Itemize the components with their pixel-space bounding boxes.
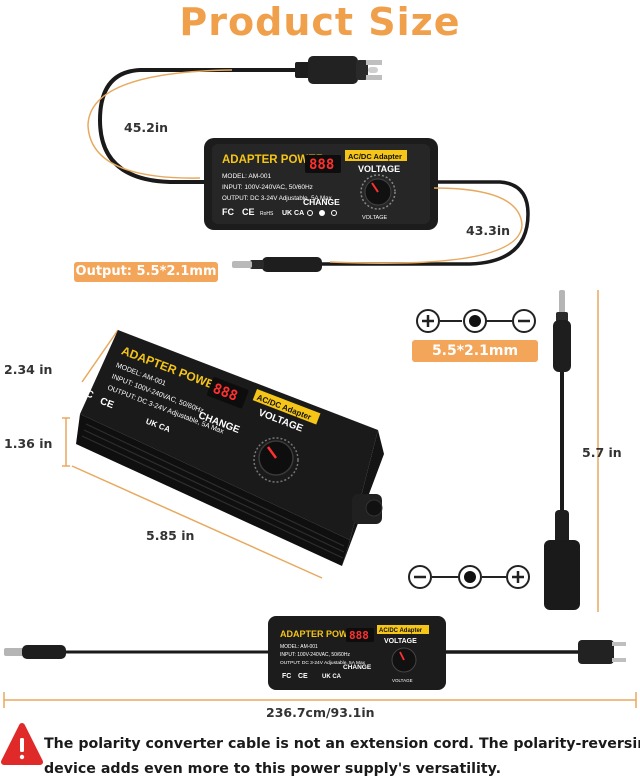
angled-body-top [80,330,378,540]
angled-dial-scale [253,437,299,483]
bottom-dial-label: VOLTAGE [392,678,413,683]
adapter-input-label: INPUT: 100V-240VAC, 50/60Hz [222,184,313,191]
bottom-dc-tip [4,648,24,656]
acdc-tag-label: AC/DC Adapter [348,152,402,161]
total-length-dimension: 236.7cm/93.1in [266,705,375,720]
bottom-acdc-label: AC/DC Adapter [379,628,423,634]
dc-plug [232,257,322,272]
bottom-display-digits: 888 [349,629,369,642]
adapter-model-label: MODEL: AM-001 [222,173,272,180]
polarity-jack [544,540,580,610]
dc-cable [318,180,530,266]
bottom-brand-label: ADAPTER POWER [280,629,361,639]
polarity-notice: The polarity converter cable is not an e… [44,732,640,782]
length-dimension: 5.85 in [146,528,195,543]
cable-left-length: 45.2in [124,120,169,135]
bottom-ukca-mark: UK CA [322,674,342,680]
length-dimension-line [71,465,323,579]
cable-right-dimension [329,187,523,264]
bottom-assembly: ADAPTER POWER MODEL: AM-001 INPUT: 100V-… [3,616,637,708]
polarity-plug-tip [559,290,565,314]
notice-line-2: device adds even more to this power supp… [44,761,501,777]
height-dimension: 1.36 in [4,436,53,451]
bottom-dc-plug [22,645,66,659]
bottom-change-label: CHANGE [343,664,372,671]
dimension-lines [87,69,523,264]
voltage-label: VOLTAGE [358,164,400,174]
angled-fc-mark: FC [78,386,94,401]
adapter-brand-label: ADAPTER POWER [222,154,325,166]
angled-knob-indicator [266,446,278,459]
bottom-display [346,628,374,642]
cable-left-dimension [87,69,233,179]
polarity-plug-body [553,320,571,372]
width-dimension: 2.34 in [4,362,53,377]
polarity-symbol [307,210,337,216]
ce-mark: CE [242,207,255,217]
bottom-voltage-label: VOLTAGE [384,638,417,645]
width-dimension-line [81,329,119,383]
cable-right-length: 43.3in [466,223,511,238]
angled-acdc-tag [252,388,321,425]
acdc-tag [345,150,407,161]
angled-display [206,377,249,409]
side-ridges [81,423,345,559]
output-spec-pill: Output: 5.5*2.1mm [74,262,218,282]
polarity-cable-assembly [408,290,599,612]
rohs-mark: RoHS [260,211,274,217]
page-title: Product Size [179,0,461,44]
notice-line-1: The polarity converter cable is not an e… [44,736,640,752]
cable-length-dimension: 5.7 in [582,445,622,460]
bottom-output-label: OUTPUT: DC 3-24V Adjustable, 5A Max [280,660,366,666]
angled-adapter: ADAPTER POWER MODEL: AM-001 INPUT: 100V-… [62,329,384,579]
bottom-ce-mark: CE [298,673,308,680]
ac-cable [97,68,300,184]
ac-plug [295,56,382,84]
change-label: CHANGE [303,197,340,207]
ukca-mark: UK CA [282,210,304,217]
dial-scale [360,174,396,210]
adapter-output-label: OUTPUT: DC 3-24V Adjustable, 5A Max [222,195,333,202]
bottom-model-label: MODEL: AM-001 [280,644,318,650]
angled-ce-mark: CE [98,396,115,411]
bottom-ac-plug [578,640,614,664]
voltage-display-digits: 888 [309,157,334,173]
top-adapter-assembly: ADAPTER POWER MODEL: AM-001 INPUT: 100V-… [87,56,530,272]
fc-mark: FC [222,207,234,217]
dial-label: VOLTAGE [362,215,387,221]
knob-indicator [371,182,379,193]
bottom-fc-mark: FC [282,673,291,680]
bottom-input-label: INPUT: 100V-240VAC, 50/60Hz [280,652,350,658]
connector-size-pill: 5.5*2.1mm [412,340,538,362]
warning-icon [1,723,43,765]
voltage-display [305,155,341,173]
